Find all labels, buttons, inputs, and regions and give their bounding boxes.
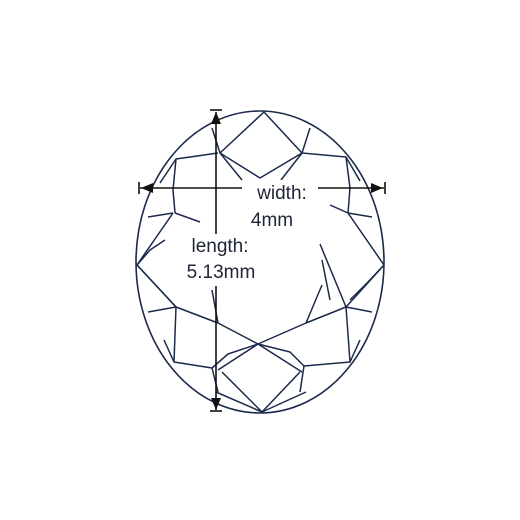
width-arrow-left-icon [141, 183, 153, 193]
gem-outline [135, 110, 385, 414]
facet-lines [136, 111, 385, 413]
width-arrow-right-icon [371, 183, 383, 193]
length-arrow-bottom-icon [211, 398, 221, 410]
length-value: 5.13mm [187, 262, 256, 283]
length-caption: length: [191, 236, 248, 257]
width-value: 4mm [251, 210, 293, 231]
width-caption: width: [256, 183, 307, 204]
length-arrow-top-icon [211, 112, 221, 124]
